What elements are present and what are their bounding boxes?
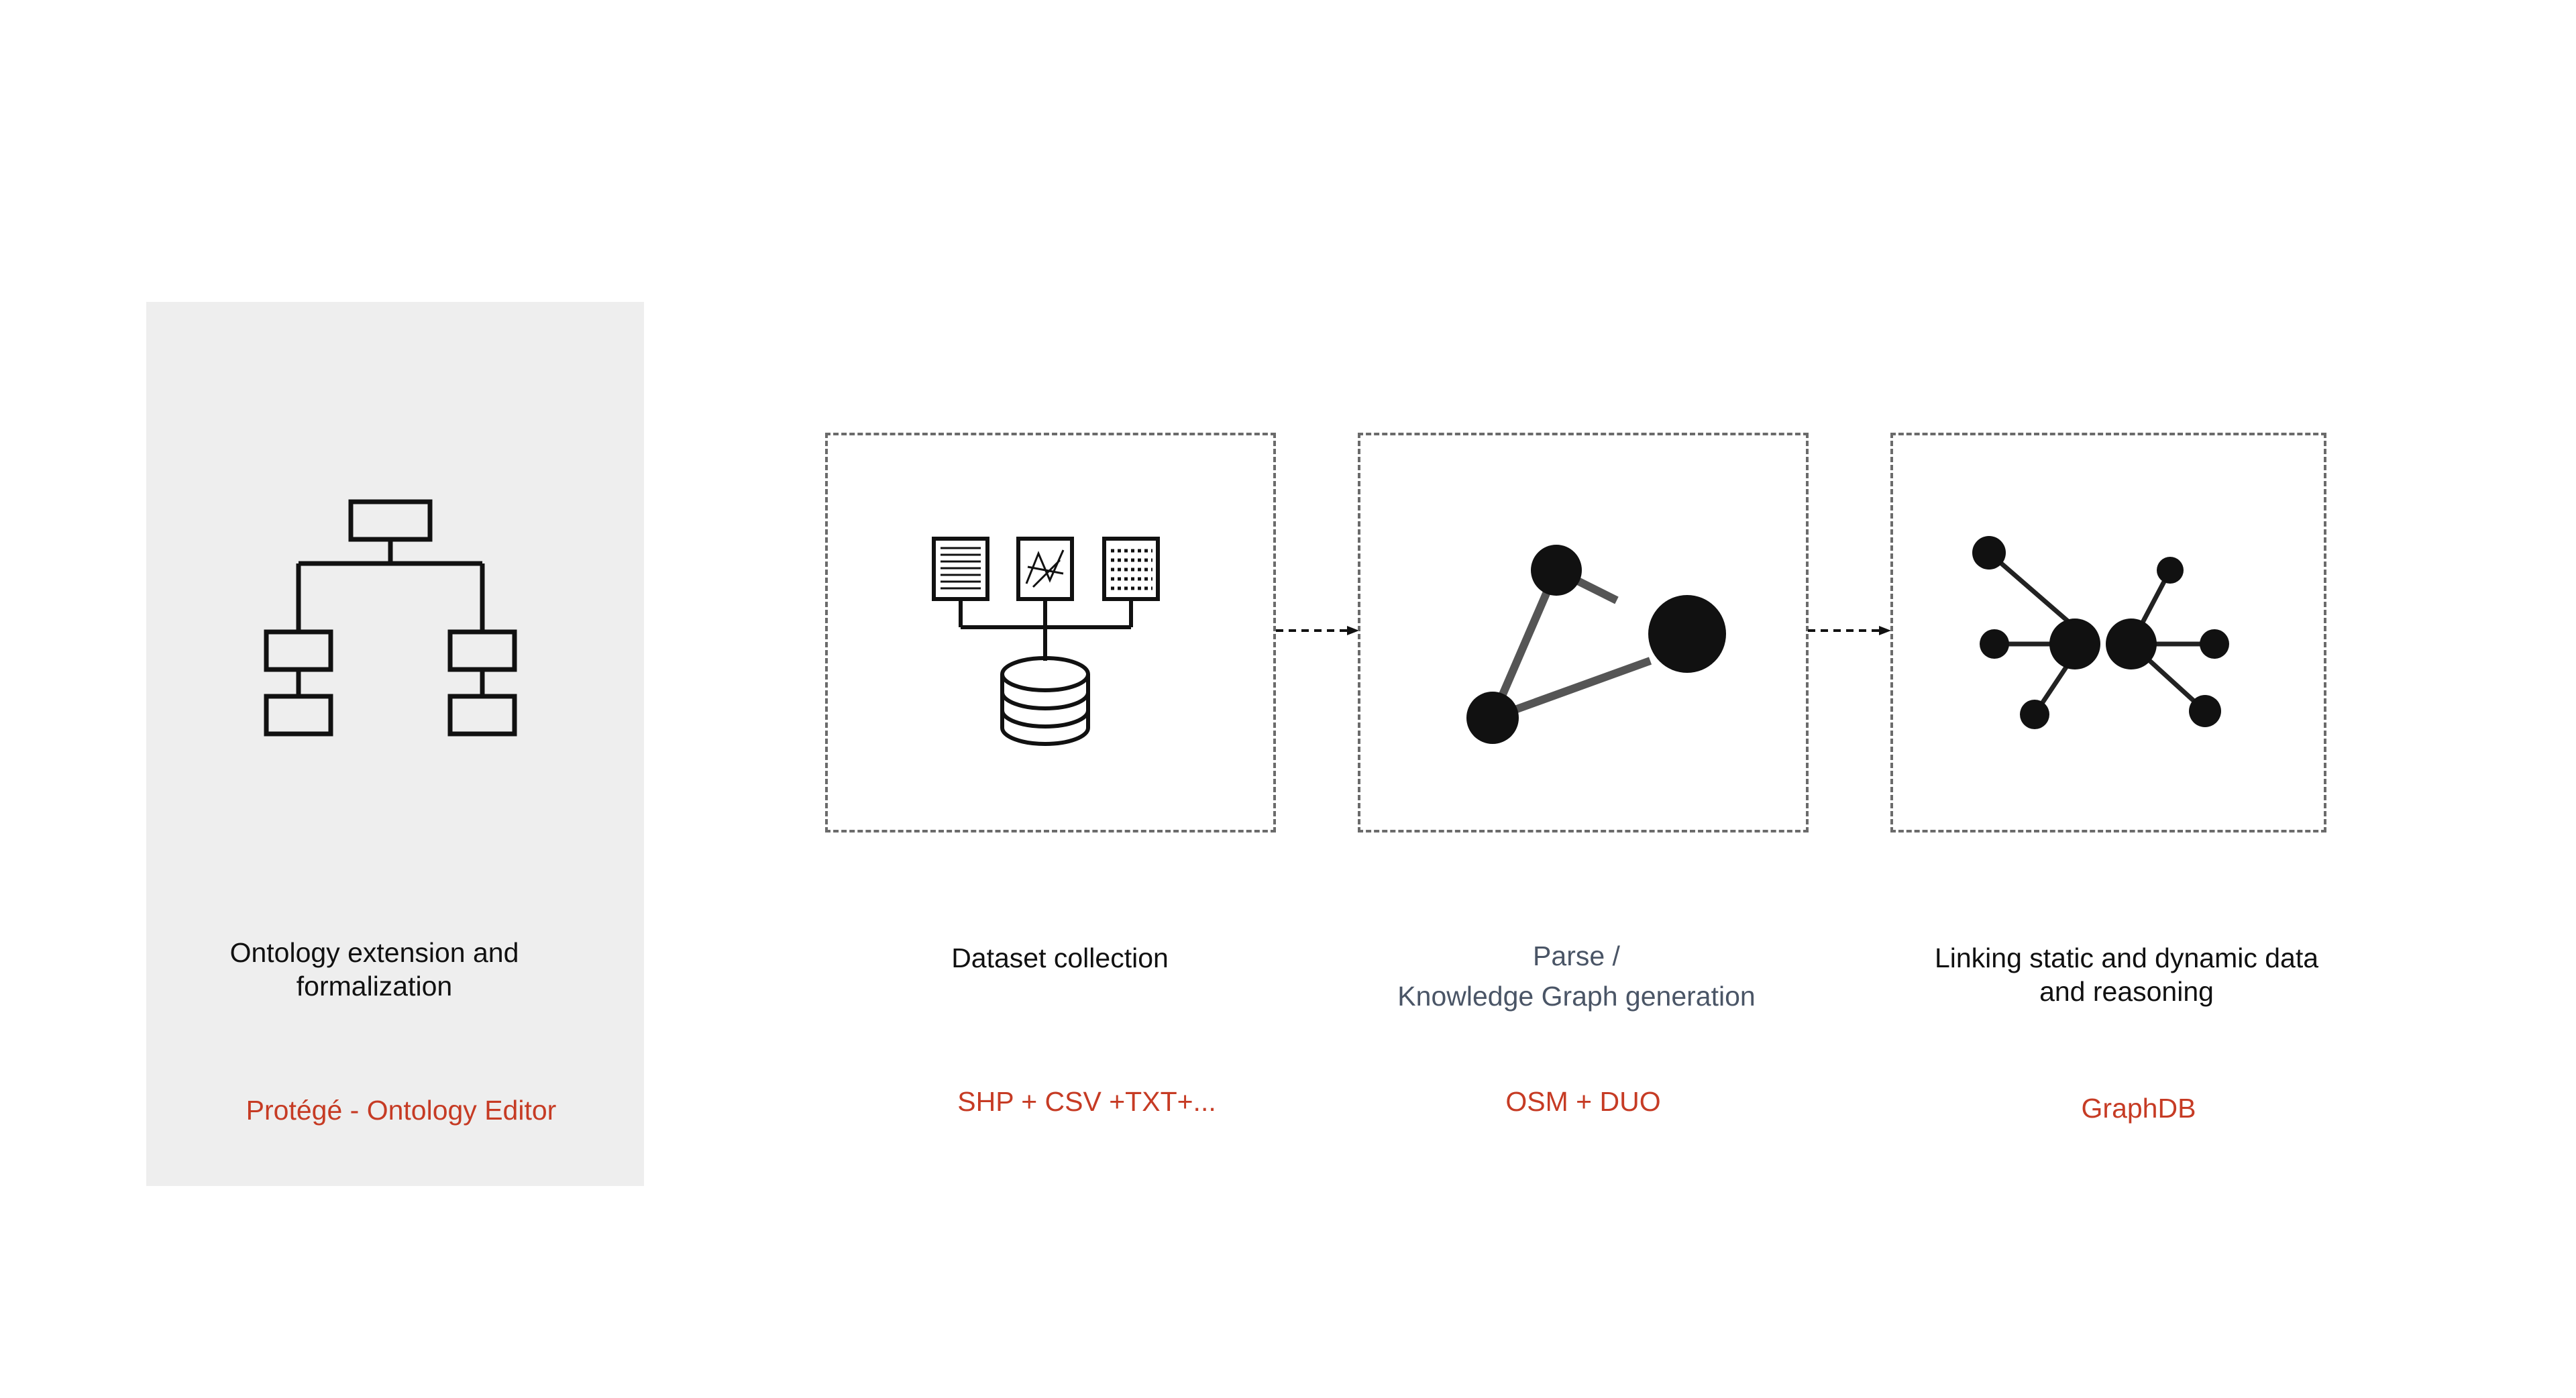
ontology-panel [146,302,644,1186]
ontology-tool: Protégé - Ontology Editor [246,1095,557,1126]
database-icon [932,537,1160,746]
knowledge-graph-title-line2: Knowledge Graph generation [1397,981,1756,1012]
linking-title: Linking static and dynamic data and reas… [1885,941,2368,1008]
linked-nodes-icon [1972,536,2229,729]
dataset-title: Dataset collection [951,943,1169,973]
linking-box [1890,433,2326,832]
dataset-box [825,433,1276,832]
graph-triangle-icon [1466,545,1726,744]
knowledge-graph-title-line1: Parse / [1533,940,1620,971]
hierarchy-icon [264,499,517,737]
knowledge-graph-tool: OSM + DUO [1505,1086,1661,1117]
arrow-connector [1808,626,1891,635]
ontology-title-line1: Ontology extension and [229,937,519,968]
knowledge-graph-box [1358,433,1809,832]
ontology-title-line2: formalization [296,971,453,1002]
arrow-connector [1276,626,1359,635]
linking-title-line2: and reasoning [2039,976,2214,1007]
ontology-title: Ontology extension and formalization [146,936,602,1003]
linking-tool: GraphDB [2081,1093,2196,1124]
knowledge-graph-title: Parse / Knowledge Graph generation [1348,936,1805,1016]
dataset-tool: SHP + CSV +TXT+... [957,1086,1216,1117]
linking-title-line1: Linking static and dynamic data [1934,943,2319,973]
